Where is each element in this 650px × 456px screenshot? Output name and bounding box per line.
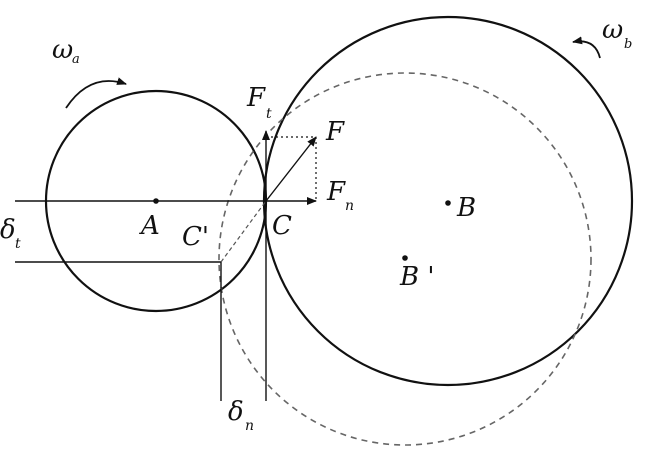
rotation-arrow-b: [572, 36, 601, 59]
label-b-prime: B ': [399, 262, 435, 292]
label-delta-t-sub: t: [15, 236, 21, 252]
label-ft: F: [246, 83, 266, 113]
label-c: C: [272, 211, 292, 241]
c-prime-to-c-line: [220, 200, 267, 263]
label-omega-a: ω: [52, 35, 73, 65]
label-ft-sub: t: [266, 106, 272, 122]
label-omega-a-sub: a: [72, 52, 80, 67]
label-fn: F: [326, 177, 346, 207]
point-b-prime: [402, 255, 408, 261]
label-delta-n: δ: [228, 397, 244, 427]
label-delta-n-sub: n: [245, 418, 254, 434]
f-resultant-arrow: [265, 136, 317, 202]
label-f: F: [325, 117, 345, 147]
label-fn-sub: n: [345, 198, 354, 214]
rotation-arrow-a: [65, 77, 127, 109]
label-delta-t: δ: [0, 215, 16, 245]
label-omega-b: ω: [602, 15, 623, 45]
label-c-prime: C': [182, 222, 209, 252]
circle-b-prime: [218, 72, 592, 446]
label-b: B: [456, 193, 476, 223]
point-b: [445, 200, 451, 206]
label-omega-b-sub: b: [624, 37, 632, 52]
label-a: A: [139, 211, 160, 241]
